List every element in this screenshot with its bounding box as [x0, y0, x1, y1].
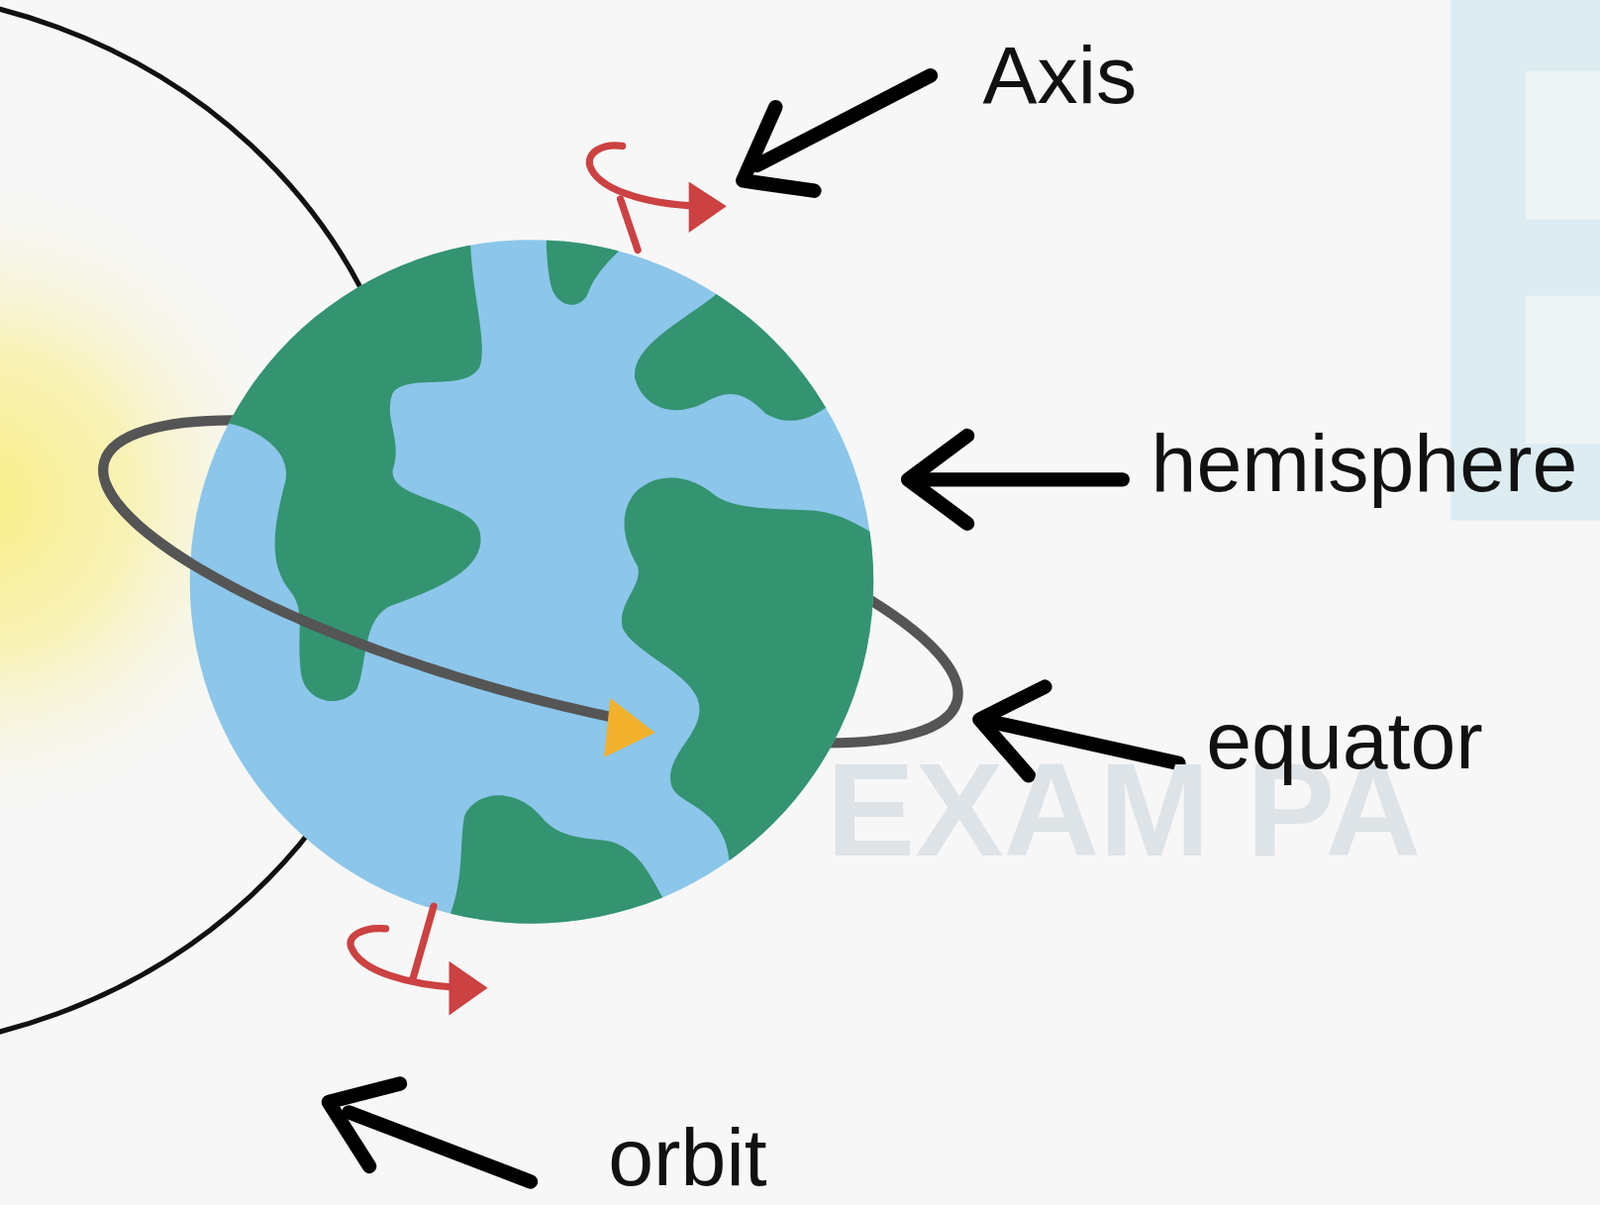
equator-front	[105, 484, 611, 717]
part-label: orbit	[607, 1115, 767, 1198]
leader-line	[918, 472, 1123, 487]
continents	[153, 203, 919, 980]
part-label-holder: Axis	[982, 34, 1137, 116]
equator-ring-front	[105, 484, 611, 717]
axis-arrowhead	[448, 961, 488, 1016]
axis-spin	[589, 145, 700, 206]
continent	[634, 234, 919, 421]
rotation-arrowhead	[603, 698, 656, 758]
continent	[545, 203, 653, 305]
part-label: hemisphere	[1151, 422, 1579, 504]
axis-symbol	[350, 145, 700, 989]
axis-line	[620, 199, 639, 251]
continent	[438, 795, 664, 980]
part-label-holder: hemisphere	[1151, 422, 1579, 504]
axis-arrowhead	[689, 181, 727, 233]
axis-line	[412, 905, 434, 978]
axis-spin	[350, 928, 460, 989]
leader-head	[907, 435, 968, 524]
leader-line	[757, 75, 931, 166]
part-label-holder: equator	[1205, 700, 1484, 782]
leader-line	[348, 1111, 530, 1182]
part-label: equator	[1205, 700, 1484, 782]
leader-arrows	[328, 75, 1179, 1182]
leader-head	[742, 106, 814, 192]
leader-head	[328, 1084, 400, 1167]
part-label: Axis	[982, 34, 1137, 116]
part-label-holder: orbit	[607, 1115, 767, 1198]
logo-notch	[1525, 71, 1600, 219]
